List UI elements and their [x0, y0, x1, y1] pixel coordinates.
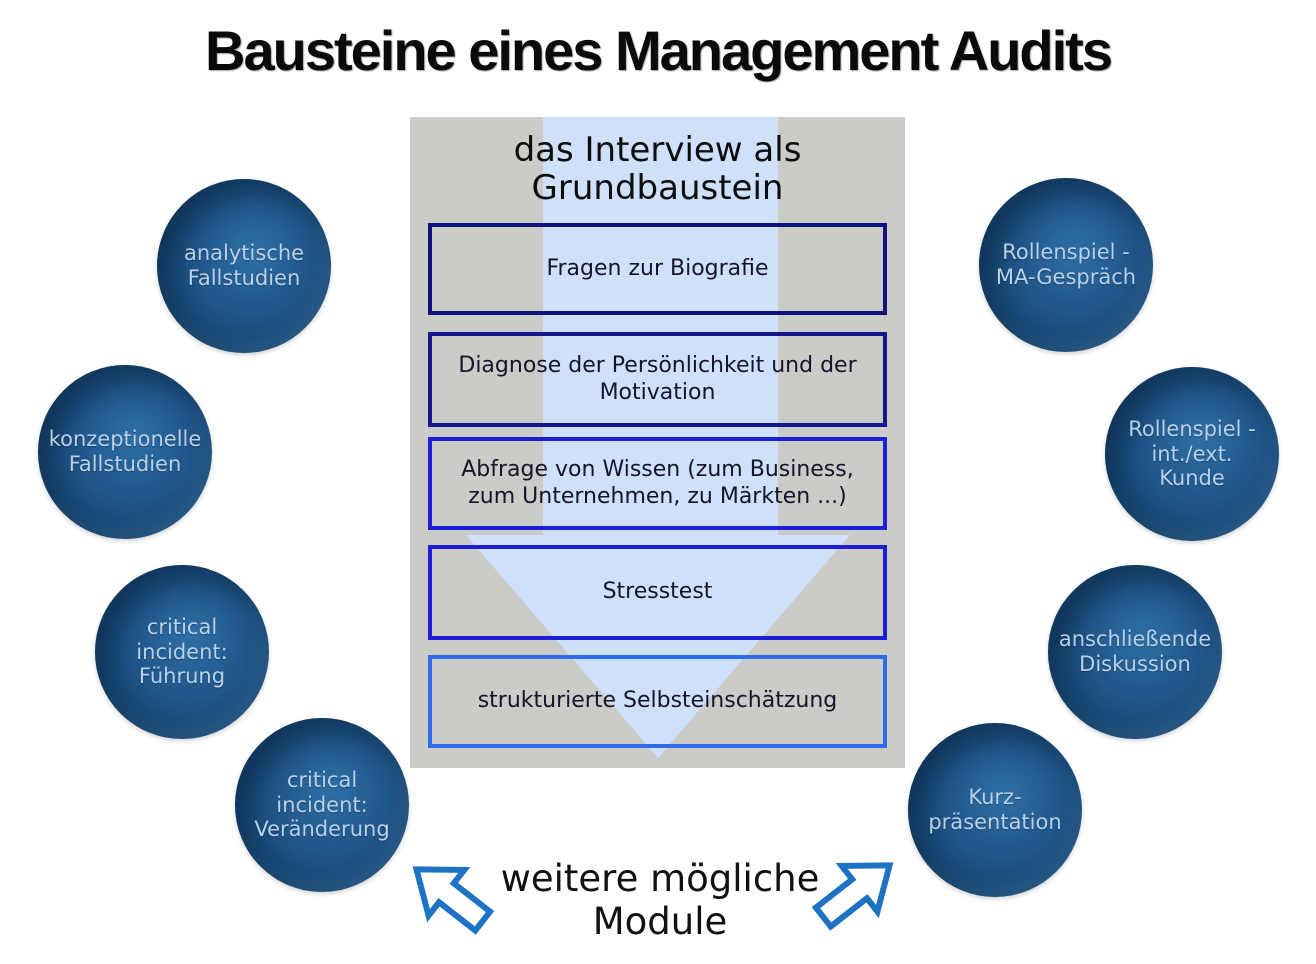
module-sphere-critical-incident-veraenderung: critical incident: Veränderung	[235, 718, 409, 892]
interview-box-label: Stresstest	[602, 579, 713, 605]
interview-box-diagnose: Diagnose der Persönlichkeit und der Moti…	[428, 332, 887, 427]
interview-panel: das Interview als Grundbaustein Fragen z…	[410, 117, 905, 768]
page-title: Bausteine eines Management Audits	[205, 19, 1113, 82]
interview-box-label: Abfrage von Wissen (zum Business, zum Un…	[461, 457, 854, 509]
module-sphere-label: Rollenspiel - int./ext. Kunde	[1128, 416, 1256, 491]
module-sphere-anschliessende-diskussion: anschließende Diskussion	[1048, 565, 1222, 739]
module-sphere-label: anschließende Diskussion	[1058, 627, 1212, 676]
module-sphere-critical-incident-fuehrung: critical incident: Führung	[95, 565, 269, 739]
module-sphere-kurzpraesentation: Kurz- präsentation	[908, 723, 1082, 897]
panel-heading: das Interview als Grundbaustein	[513, 130, 802, 209]
module-sphere-konzeptionelle-fallstudien: konzeptionelle Fallstudien	[38, 365, 212, 539]
module-sphere-label: analytische Fallstudien	[183, 241, 305, 290]
interview-box-wissen: Abfrage von Wissen (zum Business, zum Un…	[428, 437, 887, 530]
footer-label: weitere mögliche Module	[500, 857, 820, 943]
interview-box-label: Diagnose der Persönlichkeit und der Moti…	[458, 353, 857, 405]
module-sphere-label: critical incident: Veränderung	[254, 767, 390, 842]
interview-box-stresstest: Stresstest	[428, 545, 887, 640]
module-sphere-label: Kurz- präsentation	[928, 785, 1062, 834]
module-sphere-label: Rollenspiel - MA-Gespräch	[995, 240, 1137, 289]
module-sphere-rollenspiel-kunde: Rollenspiel - int./ext. Kunde	[1105, 367, 1279, 541]
module-arrow-right-icon	[806, 840, 910, 940]
interview-box-label: strukturierte Selbsteinschätzung	[477, 688, 838, 714]
module-sphere-analytische-fallstudien: analytische Fallstudien	[157, 179, 331, 353]
module-sphere-label: konzeptionelle Fallstudien	[48, 427, 202, 476]
interview-box-label: Fragen zur Biografie	[546, 255, 769, 281]
module-sphere-label: critical incident: Führung	[136, 614, 228, 689]
module-arrow-left-icon	[396, 844, 500, 944]
module-sphere-rollenspiel-ma-gespraech: Rollenspiel - MA-Gespräch	[979, 178, 1153, 352]
interview-box-selbsteinschaetzung: strukturierte Selbsteinschätzung	[428, 655, 887, 748]
interview-box-biografie: Fragen zur Biografie	[428, 223, 887, 315]
